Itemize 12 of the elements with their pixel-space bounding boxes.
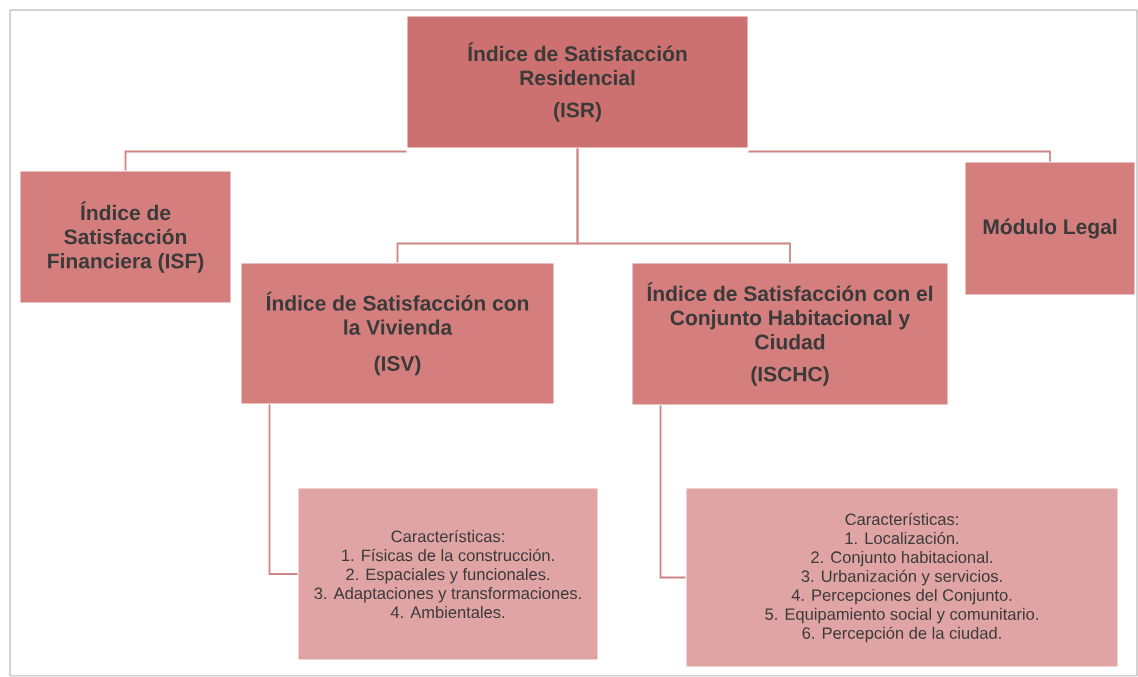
connector-line (268, 403, 299, 575)
connector-line (576, 147, 791, 264)
connector-line (124, 150, 408, 172)
characteristics-box: Características: 1. Localización. 2. Conjunto habitacional. 3. Urbanización y servicios. 4. Percepciones del Conjunto. 5. Equipamiento social y comunitario. 6. Percepción de la ciudad. (685, 487, 1119, 668)
index-box: Índice de Satisfacción con la Vivienda (ISV) (240, 262, 555, 405)
connector-line (659, 404, 687, 579)
index-box: Índice de Satisfacción Financiera (ISF) (19, 170, 232, 304)
index-box: Módulo Legal (964, 161, 1136, 296)
characteristics-box: Características: 1. Físicas de la construcción. 2. Espaciales y funcionales. 3. Adaptaciones y transformaciones. 4. Ambientales. (297, 487, 599, 661)
index-box: Índice de Satisfacción con el Conjunto Habitacional y Ciudad (ISCHC) (631, 262, 949, 406)
connector-line (747, 150, 1051, 163)
title-box: Índice de Satisfacción Residencial (ISR) (406, 15, 749, 149)
